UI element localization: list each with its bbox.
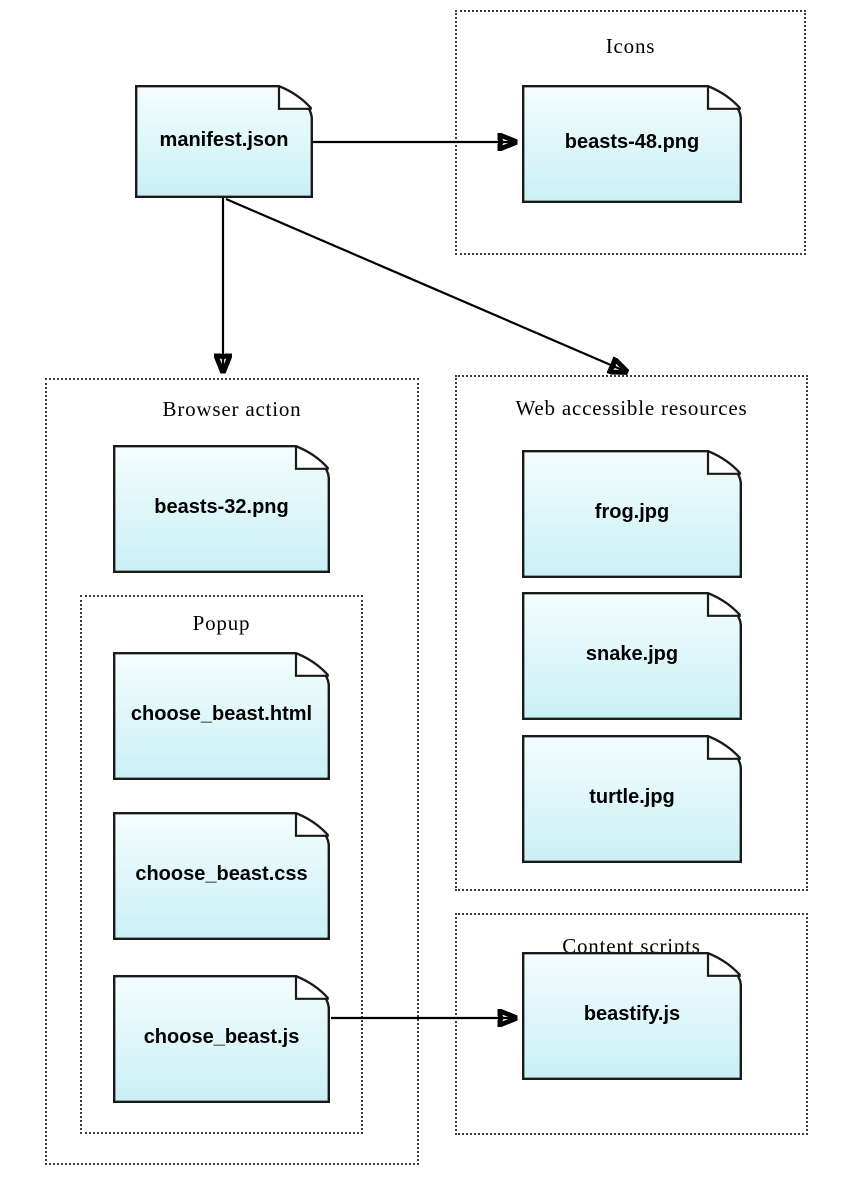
file-node[interactable]: choose_beast.css [113,812,330,940]
group-web-accessible-resources: Web accessible resources [455,375,808,891]
file-node-shape [135,85,313,198]
file-node-shape [522,592,742,720]
group-label-icons: Icons [605,34,656,58]
file-node-shape [113,652,330,780]
file-node[interactable]: choose_beast.js [113,975,330,1103]
file-node-shape [113,975,330,1103]
file-node-shape [113,445,330,573]
file-node-shape [522,735,742,863]
file-node[interactable]: snake.jpg [522,592,742,720]
file-node-shape [113,812,330,940]
group-icons: Icons [455,10,806,255]
file-node[interactable]: frog.jpg [522,450,742,578]
group-label-web-accessible-resources: Web accessible resources [515,396,748,420]
group-label-browser-action: Browser action [162,397,302,421]
group-popup: Popup [80,595,363,1134]
file-node-shape [522,450,742,578]
file-node-shape [522,952,742,1080]
file-node[interactable]: manifest.json [135,85,313,198]
group-browser-action: Browser action [45,378,419,1165]
file-node-shape [522,85,742,203]
file-node[interactable]: beasts-48.png [522,85,742,203]
file-node[interactable]: choose_beast.html [113,652,330,780]
file-node[interactable]: beastify.js [522,952,742,1080]
file-node[interactable]: beasts-32.png [113,445,330,573]
group-label-popup: Popup [192,611,251,635]
file-node[interactable]: turtle.jpg [522,735,742,863]
